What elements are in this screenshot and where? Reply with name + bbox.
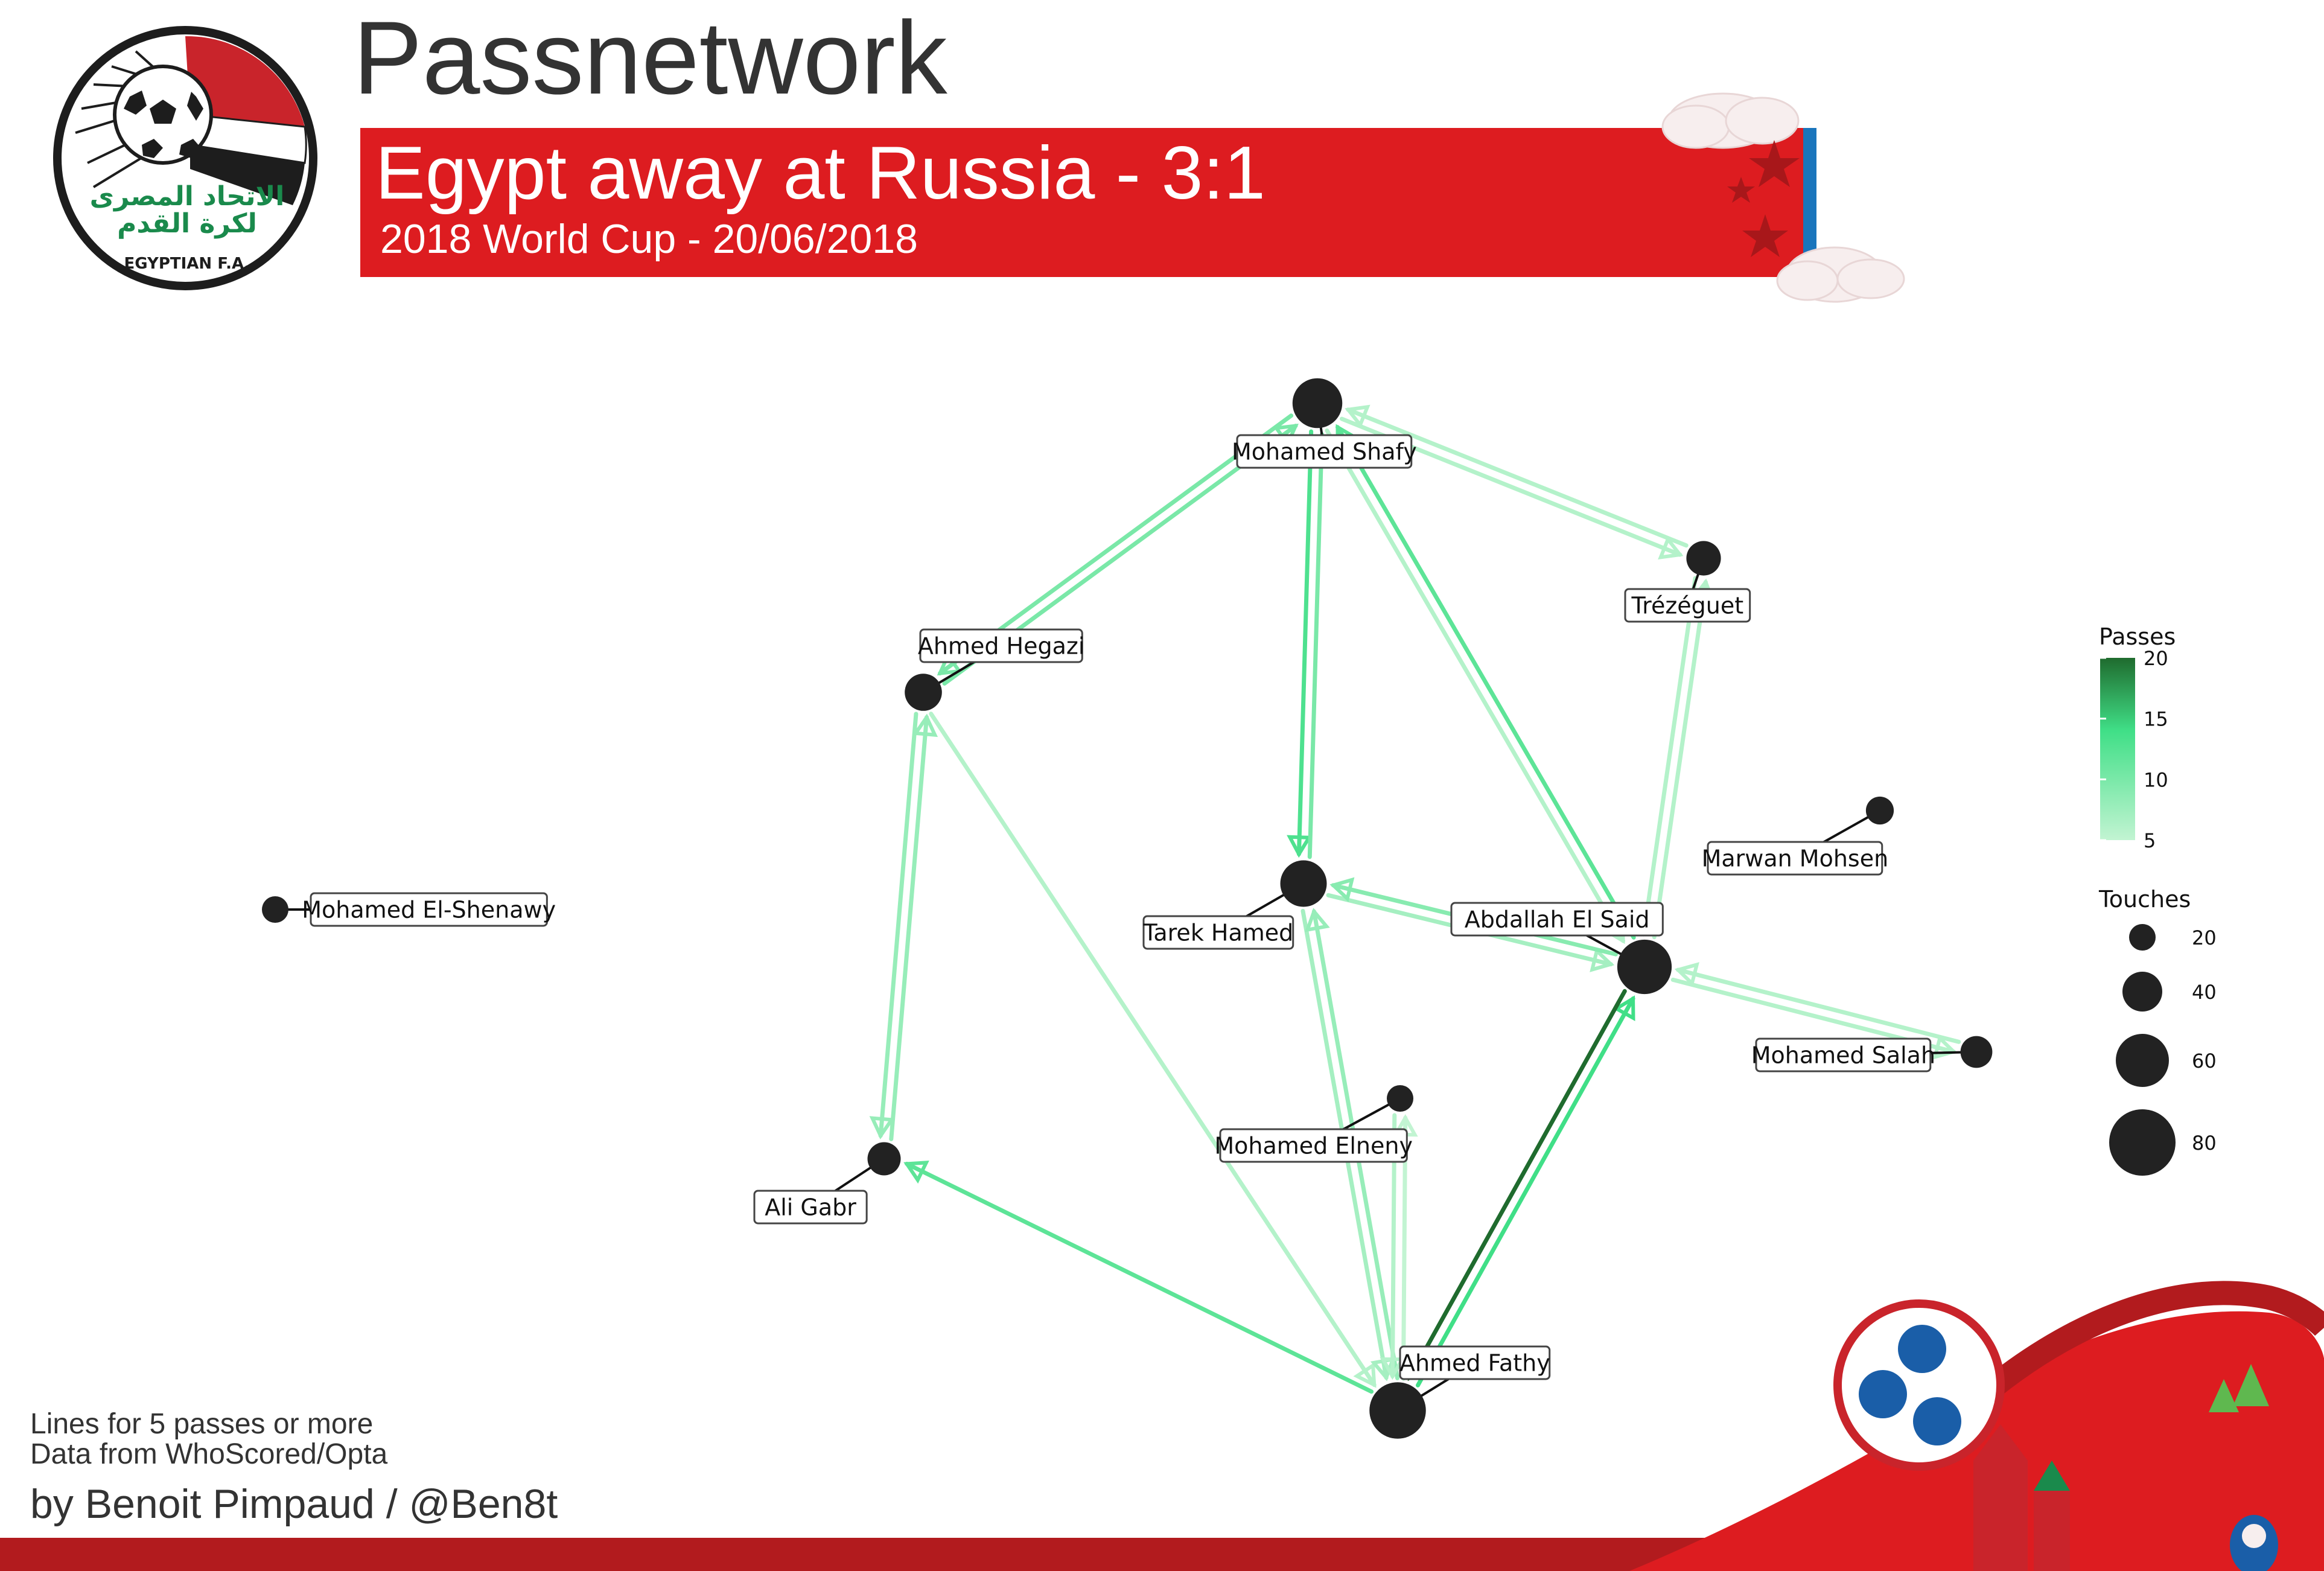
pass-edge-fathy-gabr [905,1161,1374,1394]
arrowhead-elneny-fathy [1380,1357,1406,1380]
player-node-gabr [867,1142,901,1176]
player-label-box [1755,1037,1932,1072]
pass-edge-gabr-hegazi [889,715,929,1141]
legend-passes-tick-label: 5 [2144,829,2156,852]
logo-arabic-line2: لكرة القدم [117,208,257,239]
player-label: Ali Gabr [765,1194,856,1220]
player-node-tarek [1280,860,1327,907]
pass-edge-tarek-shafy [1307,432,1325,859]
player-label: Ahmed Hegazi [918,633,1085,659]
player-label-box [1142,915,1294,950]
edges-group [869,404,1961,1394]
bottom-bar [0,1538,2324,1571]
pass-edge-trezeguet-said [1641,576,1698,935]
pass-edge-said-shafy [1336,425,1636,940]
legend-passes-tick-label: 10 [2144,768,2168,791]
author-credit: by Benoit Pimpaud / @Ben8t [30,1481,558,1527]
legend-passes-tick-label: 20 [2144,647,2168,670]
arrowhead-gabr-hegazi [912,713,938,738]
player-label-box [1450,902,1664,937]
player-label-box [1707,841,1883,876]
player-node-hegazi [905,674,942,711]
footnote-source: Data from WhoScored/Opta [30,1438,388,1470]
match-subtitle: 2018 World Cup - 20/06/2018 [380,216,918,262]
player-label: Mohamed El-Shenawy [302,896,556,923]
pass-edge-shafy-tarek [1296,429,1314,856]
player-label-box [1236,434,1413,469]
player-label: Tarek Hamed [1142,919,1293,946]
arrowhead-shafy-trezeguet [1658,535,1684,560]
legend-passes-tick-label: 15 [2144,708,2168,731]
player-node-shafy [1292,378,1343,429]
player-node-fathy [1369,1382,1426,1439]
arrowhead-fathy-tarek [1305,908,1330,932]
player-node-trezeguet [1686,541,1721,576]
pass-edge-salah-said [1676,967,1961,1044]
legend-passes-colorbar [2100,658,2135,840]
legend-touches-circle [2116,1034,2169,1087]
player-label-box [919,628,1083,663]
arrowhead-salah-said [1674,962,1699,987]
pass-edge-hegazi-fathy [929,712,1377,1388]
legend-touches-circle [2129,924,2156,951]
legend-touches-circle [2122,972,2162,1012]
player-label: Marwan Mohsen [1702,845,1889,872]
pass-edge-trezeguet-shafy [1346,407,1689,548]
logo-arabic-line1: الاتحاد المصرى [90,181,285,212]
player-label-box [310,892,548,927]
player-label-box [1399,1345,1551,1380]
legend-touches-label: 80 [2192,1132,2217,1155]
legend-touches-label: 40 [2192,981,2217,1004]
pass-edge-said-fathy [1407,989,1627,1380]
arrowhead-said-salah [1932,1034,1958,1060]
banner-blue-stripe [1803,128,1816,277]
arrowhead-fathy-said [1612,995,1635,1021]
player-label-box [1624,588,1751,623]
arrowhead-fathy-gabr [903,1161,929,1184]
arrowhead-hegazi-gabr [869,1116,895,1139]
egyptian-fa-crest-icon: الاتحاد المصرى لكرة القدم EGYPTIAN F.A. [53,26,317,290]
title-banner [360,128,1815,277]
player-label-box [753,1190,868,1225]
pass-edge-said-trezeguet [1652,579,1708,940]
player-label: Ahmed Fathy [1399,1350,1550,1376]
arrowhead-said-tarek [1329,877,1355,902]
player-node-shenawy [262,896,288,923]
footnote-lines: Lines for 5 passes or more [30,1408,374,1440]
page-title: Passnetwork [353,0,947,116]
player-label: Mohamed Salah [1751,1042,1935,1068]
legend-touches-title: Touches [2098,886,2191,913]
arrowhead-trezeguet-shafy [1345,404,1371,429]
player-node-salah [1960,1036,1993,1068]
logo-text: EGYPTIAN F.A. [124,255,250,273]
match-title: Egypt away at Russia - 3:1 [375,132,1265,215]
arrowhead-shafy-hegazi [937,652,963,676]
player-label: Abdallah El Said [1465,906,1650,932]
pass-edge-fathy-said [1416,996,1635,1388]
player-node-elneny [1387,1085,1413,1112]
legend-passes-title: Passes [2099,623,2176,650]
arrowhead-shafy-tarek [1287,835,1313,858]
player-label: Trézéguet [1631,592,1744,619]
pass-edge-hegazi-gabr [878,712,918,1138]
pass-edge-shafy-said [1325,428,1626,943]
player-node-mohsen [1865,796,1894,825]
legend-touches-circle [2109,1109,2176,1176]
player-label: Mohamed Elneny [1214,1132,1413,1159]
arrowhead-hegazi-fathy [1353,1362,1377,1388]
player-node-said [1617,939,1672,995]
legend-touches-label: 60 [2192,1050,2217,1072]
player-label: Mohamed Shafy [1232,438,1417,465]
legend-touches-label: 20 [2192,926,2217,949]
arrowhead-tarek-said [1590,947,1615,972]
player-label-box [1219,1128,1408,1163]
